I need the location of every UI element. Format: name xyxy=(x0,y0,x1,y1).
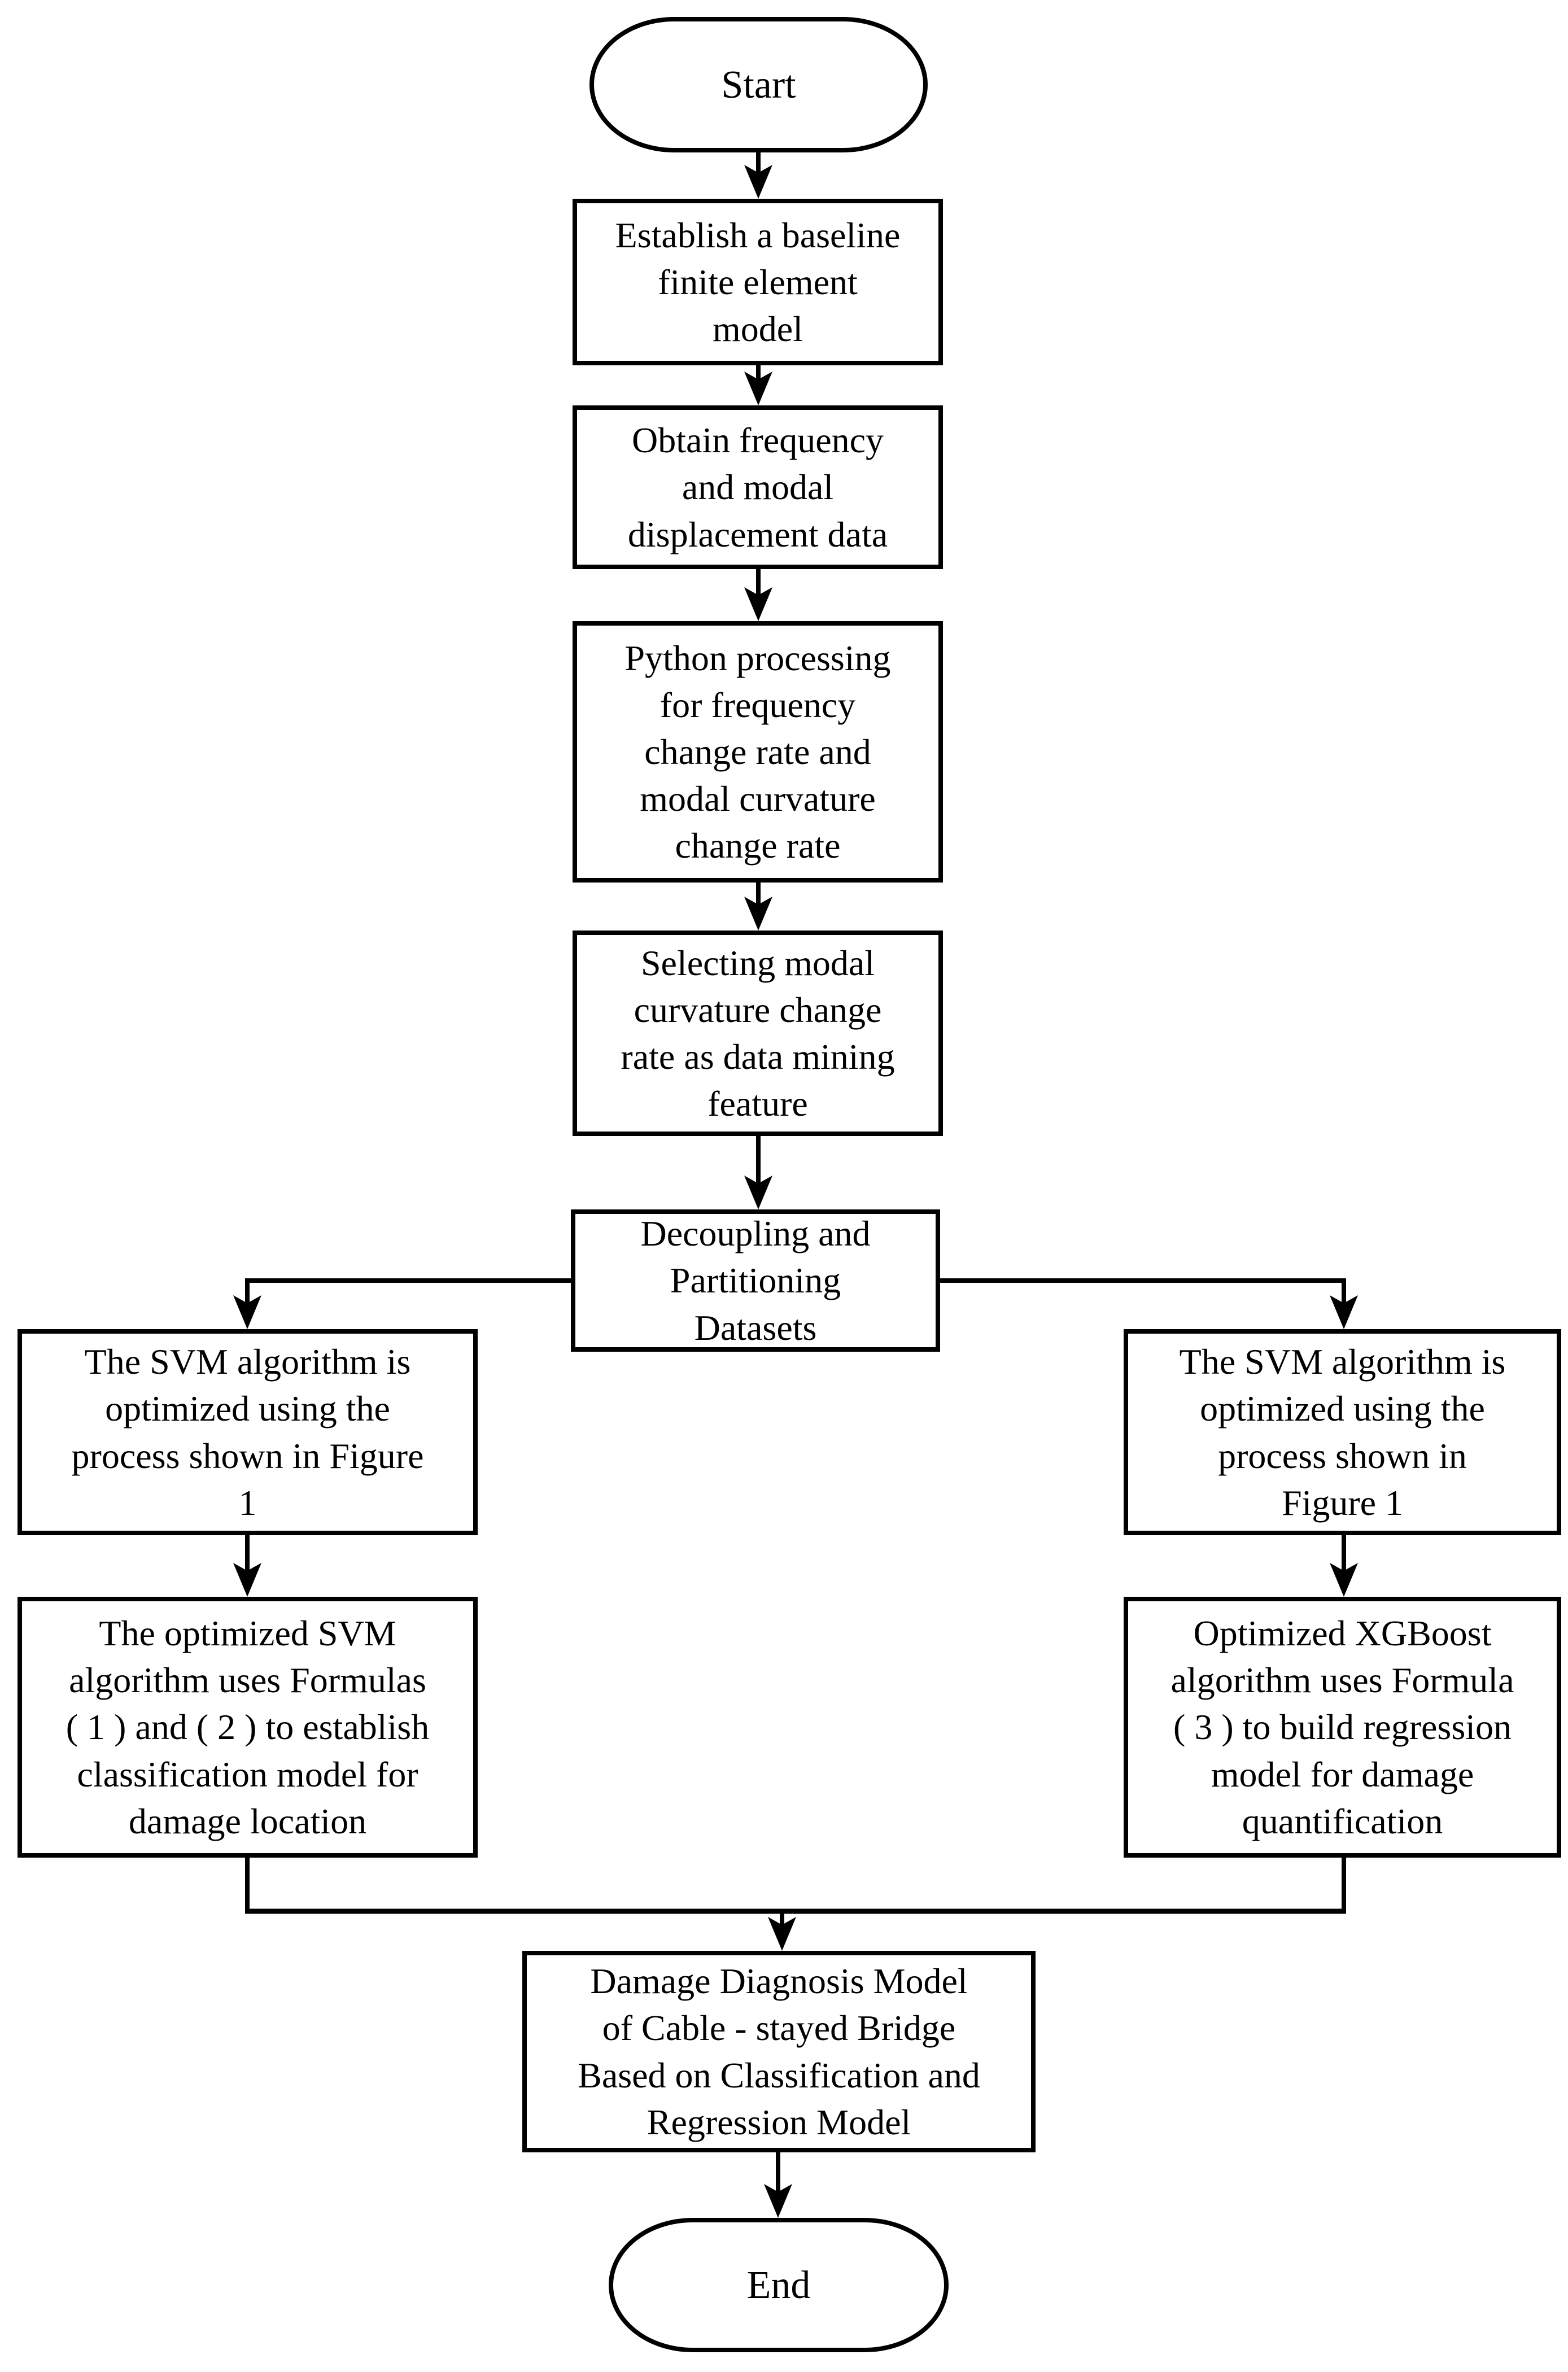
node-svm-optimized-right-label: The SVM algorithm is optimized using the… xyxy=(1179,1342,1506,1523)
arrow-diagnosis-to-end xyxy=(764,2150,792,2218)
node-decoupling-partitioning-datasets-label: Decoupling and Partitioning Datasets xyxy=(640,1213,871,1348)
arrow-left-optimize-to-classification xyxy=(233,1533,261,1597)
arrow-obtain-to-python xyxy=(744,567,772,621)
node-svm-optimized-left-label: The SVM algorithm is optimized using the… xyxy=(71,1342,424,1523)
arrow-select-to-decoupling xyxy=(744,1134,772,1209)
arrow-baseline-to-obtain xyxy=(744,363,772,405)
connector-decoupling-to-left-branch xyxy=(233,1278,571,1329)
arrow-right-optimize-to-regression xyxy=(1330,1533,1358,1597)
node-start: Start xyxy=(589,17,928,152)
node-establish-baseline-model: Establish a baseline finite element mode… xyxy=(573,199,943,365)
node-damage-diagnosis-model: Damage Diagnosis Model of Cable - stayed… xyxy=(522,1951,1036,2152)
node-decoupling-partitioning-datasets: Decoupling and Partitioning Datasets xyxy=(571,1209,940,1352)
node-end: End xyxy=(609,2218,949,2352)
node-select-data-mining-feature-label: Selecting modal curvature change rate as… xyxy=(621,942,895,1124)
node-python-processing: Python processing for frequency change r… xyxy=(573,621,943,883)
node-svm-optimized-left: The SVM algorithm is optimized using the… xyxy=(18,1329,478,1535)
arrow-merge-to-diagnosis xyxy=(768,1911,796,1951)
node-damage-diagnosis-model-label: Damage Diagnosis Model of Cable - stayed… xyxy=(578,1961,980,2142)
node-xgboost-regression-model: Optimized XGBoost algorithm uses Formula… xyxy=(1124,1597,1561,1858)
arrow-start-to-baseline xyxy=(744,150,772,199)
node-xgboost-regression-model-label: Optimized XGBoost algorithm uses Formula… xyxy=(1170,1613,1514,1841)
node-select-data-mining-feature: Selecting modal curvature change rate as… xyxy=(573,931,943,1136)
node-end-label: End xyxy=(746,2263,811,2307)
node-svm-classification-model: The optimized SVM algorithm uses Formula… xyxy=(18,1597,478,1858)
node-svm-optimized-right: The SVM algorithm is optimized using the… xyxy=(1124,1329,1561,1535)
connector-merge-lines xyxy=(245,1855,1346,1914)
arrow-python-to-select xyxy=(744,880,772,931)
connector-decoupling-to-right-branch xyxy=(940,1278,1358,1329)
node-obtain-frequency-data-label: Obtain frequency and modal displacement … xyxy=(627,420,888,554)
node-establish-baseline-model-label: Establish a baseline finite element mode… xyxy=(615,215,901,350)
node-svm-classification-model-label: The optimized SVM algorithm uses Formula… xyxy=(65,1613,430,1841)
node-python-processing-label: Python processing for frequency change r… xyxy=(624,637,891,866)
node-start-label: Start xyxy=(721,63,796,107)
node-obtain-frequency-data: Obtain frequency and modal displacement … xyxy=(573,405,943,569)
